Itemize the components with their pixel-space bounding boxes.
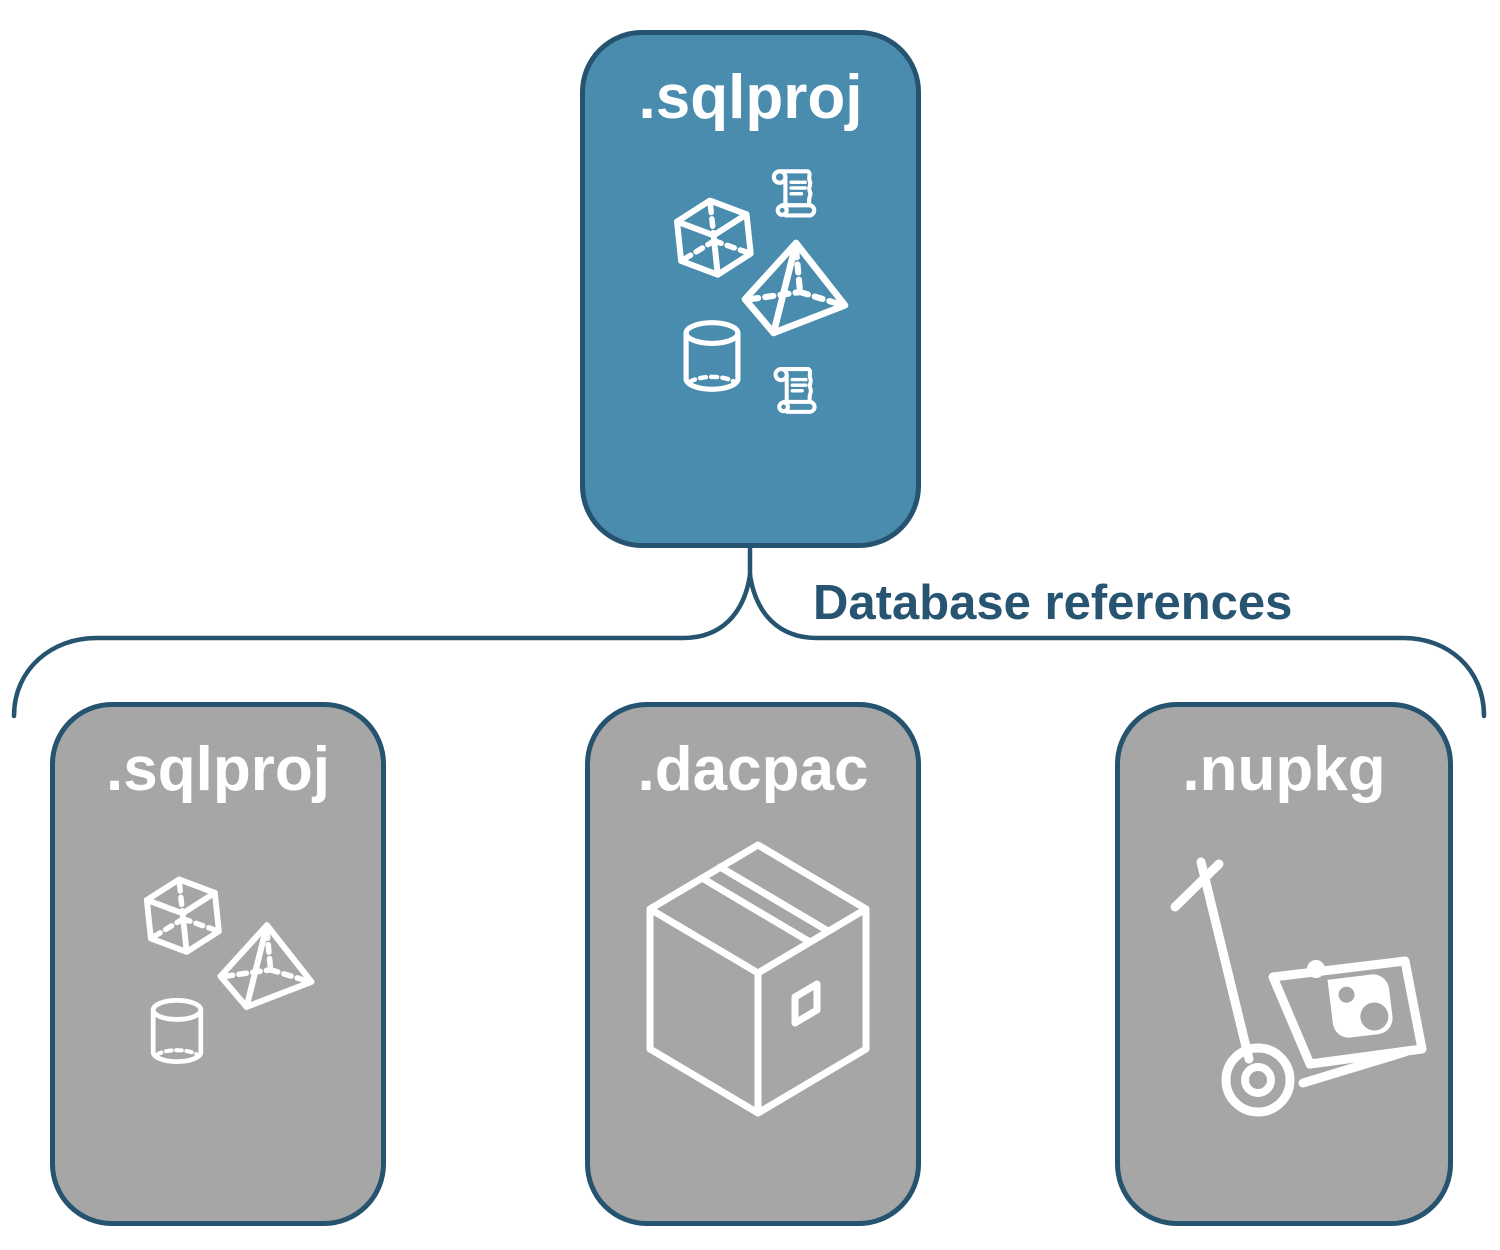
parent-card-sqlproj: .sqlproj xyxy=(580,30,921,548)
nuget-package-icon xyxy=(1268,956,1427,1069)
child-card-title: .dacpac xyxy=(637,735,869,804)
hand-truck-icon xyxy=(1170,857,1427,1117)
scroll-icon xyxy=(771,169,817,218)
child-card-dacpac: .dacpac xyxy=(585,702,921,1226)
cube-icon xyxy=(143,876,222,955)
child-card-title: .sqlproj xyxy=(106,735,330,804)
parent-card-title: .sqlproj xyxy=(638,63,863,132)
cylinder-icon xyxy=(683,320,741,392)
child-card-nupkg: .nupkg xyxy=(1115,702,1453,1226)
package-box-icon xyxy=(646,841,870,1117)
pyramid-icon xyxy=(217,922,315,1010)
child-card-sqlproj: .sqlproj xyxy=(50,702,386,1226)
cube-icon xyxy=(674,197,754,278)
scroll-icon xyxy=(773,367,817,414)
connector-label: Database references xyxy=(813,576,1293,630)
pyramid-icon xyxy=(741,239,849,337)
child-card-title: .nupkg xyxy=(1182,735,1386,804)
cylinder-icon xyxy=(150,998,204,1064)
